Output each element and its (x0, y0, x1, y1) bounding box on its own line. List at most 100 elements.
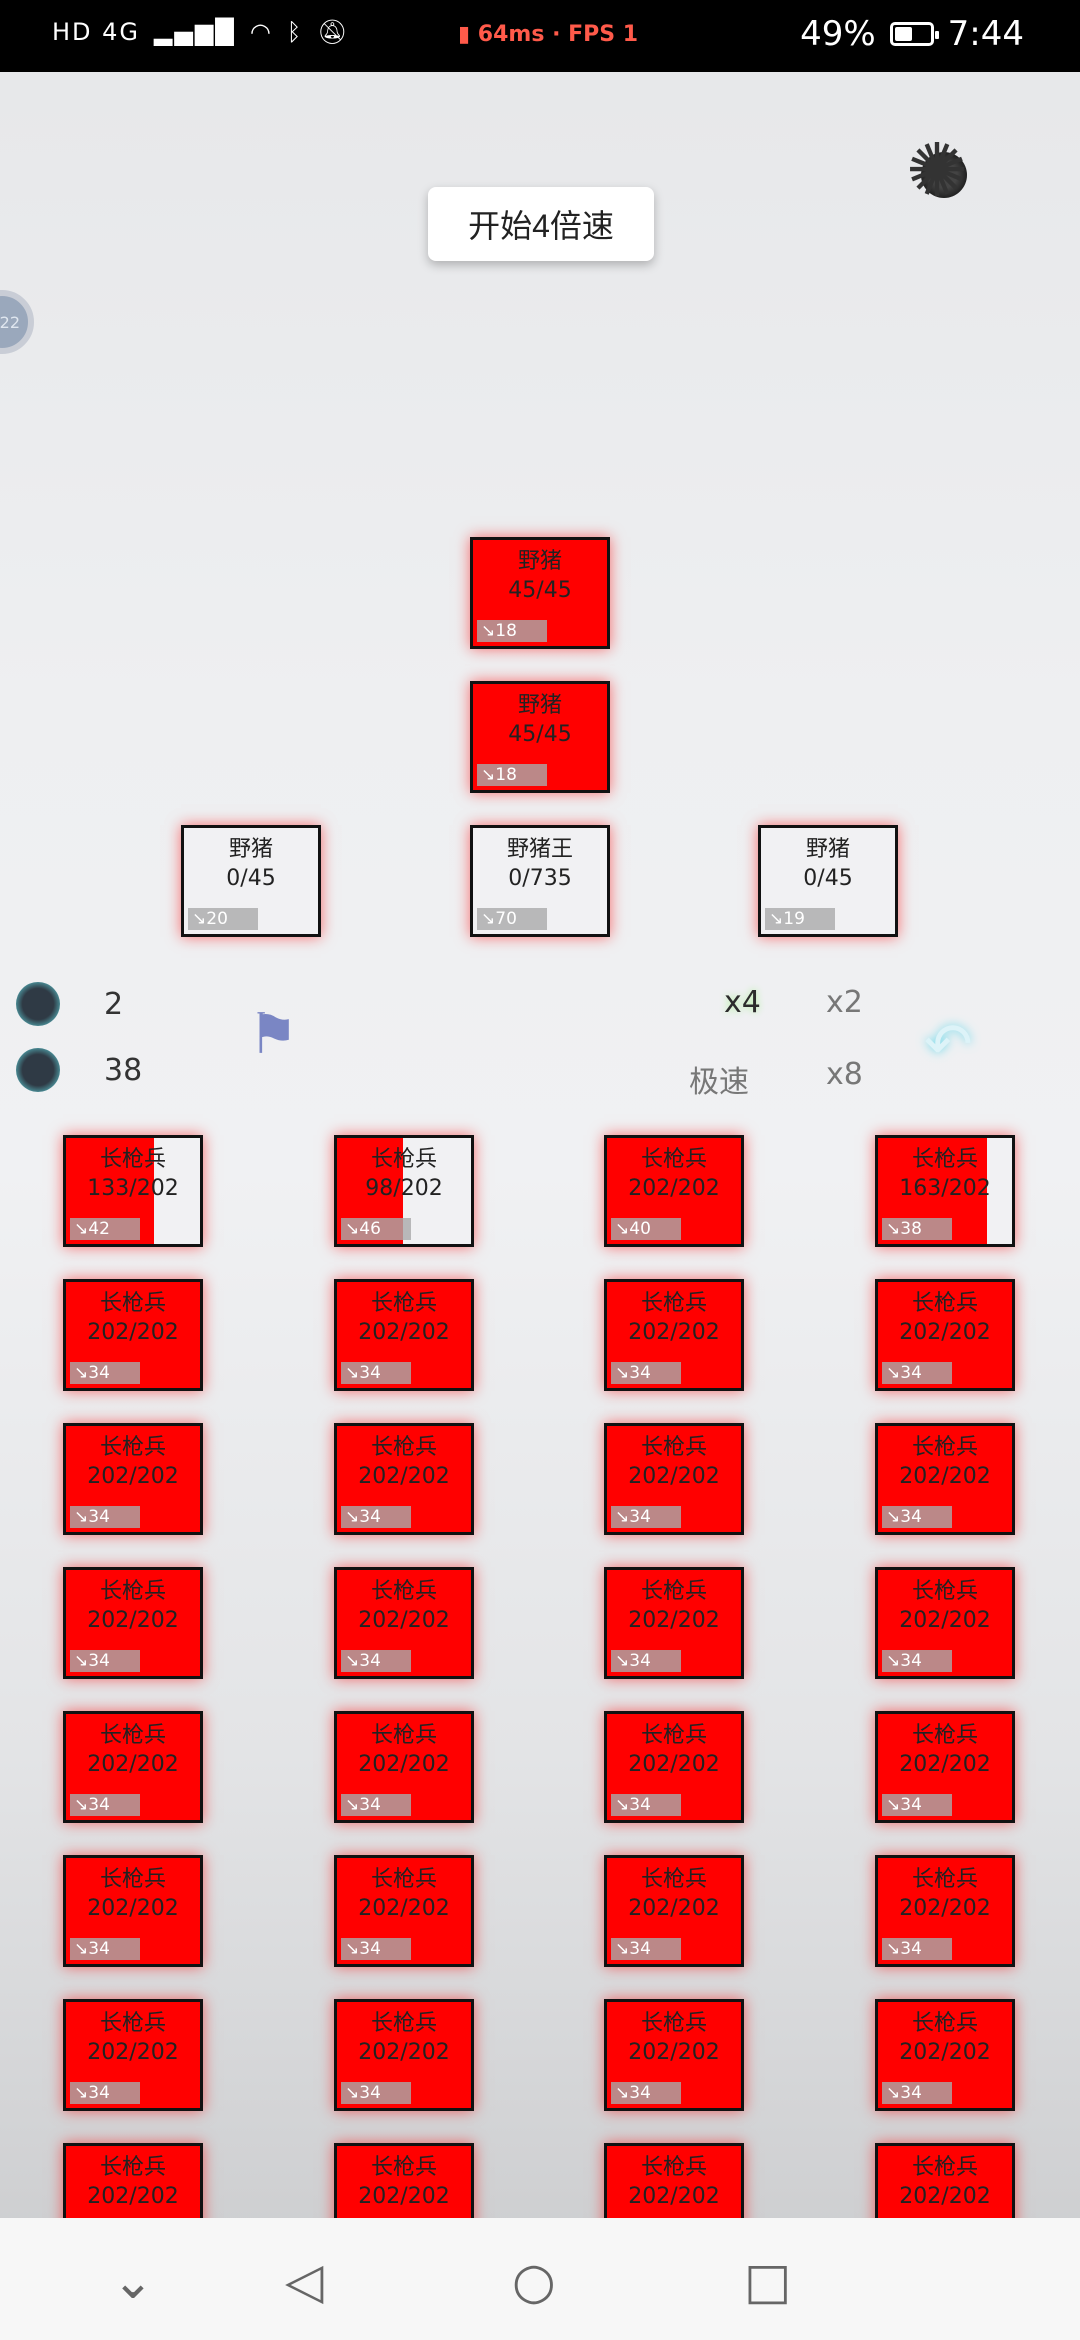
attack-value: 34 (900, 2083, 922, 2103)
card-name: 野猪王 (506, 837, 573, 862)
sword-icon: ↘ (886, 1651, 901, 1671)
card-hp: 98/202 (365, 1176, 443, 1201)
card-name: 长枪兵 (370, 1147, 437, 1172)
avatar[interactable]: 22 (0, 290, 34, 354)
attack-badge: ↘34 (70, 1938, 140, 1960)
attack-badge: ↘34 (70, 1362, 140, 1384)
attack-value: 19 (783, 909, 805, 929)
card-name: 长枪兵 (370, 1435, 437, 1460)
attack-badge: ↘34 (882, 1362, 952, 1384)
spearman-card[interactable]: 长枪兵 202/202 ↘34 (334, 1711, 474, 1823)
card-hp: 202/202 (899, 2184, 991, 2209)
pirate-flag-icon[interactable]: ⚑ (248, 1002, 299, 1067)
sword-icon: ↘ (481, 765, 496, 785)
sword-icon: ↘ (74, 1507, 89, 1527)
attack-badge: ↘34 (882, 1794, 952, 1816)
recent-apps-icon[interactable]: □ (744, 2252, 792, 2310)
sword-icon: ↘ (345, 1651, 360, 1671)
card-hp: 202/202 (358, 2184, 450, 2209)
attack-value: 18 (495, 621, 517, 641)
speed-option-max[interactable]: 极速 (689, 1065, 749, 1100)
speed-option-x2[interactable]: x2 (826, 985, 863, 1020)
sword-icon: ↘ (192, 909, 207, 929)
speed-option-x8[interactable]: x8 (826, 1057, 863, 1092)
sword-icon: ↘ (74, 2083, 89, 2103)
card-hp: 202/202 (899, 1896, 991, 1921)
bluetooth-icon: ᛒ (286, 18, 304, 46)
card-hp: 202/202 (899, 1320, 991, 1345)
soldier-count-value: 38 (104, 1052, 143, 1088)
attack-badge: ↘34 (341, 1938, 411, 1960)
attack-badge: ↘19 (765, 908, 835, 930)
card-name: 长枪兵 (99, 1435, 166, 1460)
card-hp: 202/202 (358, 1320, 450, 1345)
card-hp: 202/202 (87, 1608, 179, 1633)
attack-value: 70 (495, 909, 517, 929)
card-name: 长枪兵 (370, 1291, 437, 1316)
attack-badge: ↘34 (611, 1794, 681, 1816)
spearman-card[interactable]: 长枪兵 202/202 ↘34 (334, 1279, 474, 1391)
card-name: 长枪兵 (370, 1723, 437, 1748)
card-hp: 202/202 (899, 1752, 991, 1777)
sword-icon: ↘ (886, 1939, 901, 1959)
undo-icon[interactable]: ↶ (924, 1010, 973, 1078)
attack-badge: ↘34 (611, 2082, 681, 2104)
card-hp: 202/202 (87, 1896, 179, 1921)
sun-icon[interactable] (906, 134, 968, 208)
attack-badge: ↘34 (341, 1362, 411, 1384)
attack-badge: ↘40 (611, 1218, 681, 1240)
attack-badge: ↘34 (882, 1938, 952, 1960)
attack-value: 34 (629, 1507, 651, 1527)
start-4x-speed-button[interactable]: 开始4倍速 (428, 187, 654, 261)
chevron-down-icon[interactable]: ⌄ (112, 2252, 154, 2310)
card-hp: 202/202 (358, 1752, 450, 1777)
card-name: 长枪兵 (911, 1147, 978, 1172)
soldier-count: 38 (16, 1048, 142, 1092)
card-hp: 202/202 (628, 1752, 720, 1777)
speed-option-x4[interactable]: x4 (724, 985, 761, 1020)
attack-value: 42 (88, 1219, 110, 1239)
sword-icon: ↘ (615, 1363, 630, 1383)
card-hp: 202/202 (628, 1896, 720, 1921)
card-hp: 202/202 (628, 2184, 720, 2209)
attack-badge: ↘18 (477, 620, 547, 642)
home-icon[interactable]: ○ (512, 2252, 556, 2310)
card-name: 长枪兵 (640, 1147, 707, 1172)
card-name: 长枪兵 (99, 1579, 166, 1604)
card-hp: 202/202 (628, 2040, 720, 2065)
attack-badge: ↘34 (341, 1794, 411, 1816)
back-icon[interactable]: ◁ (285, 2252, 324, 2310)
card-name: 野猪 (228, 837, 273, 862)
